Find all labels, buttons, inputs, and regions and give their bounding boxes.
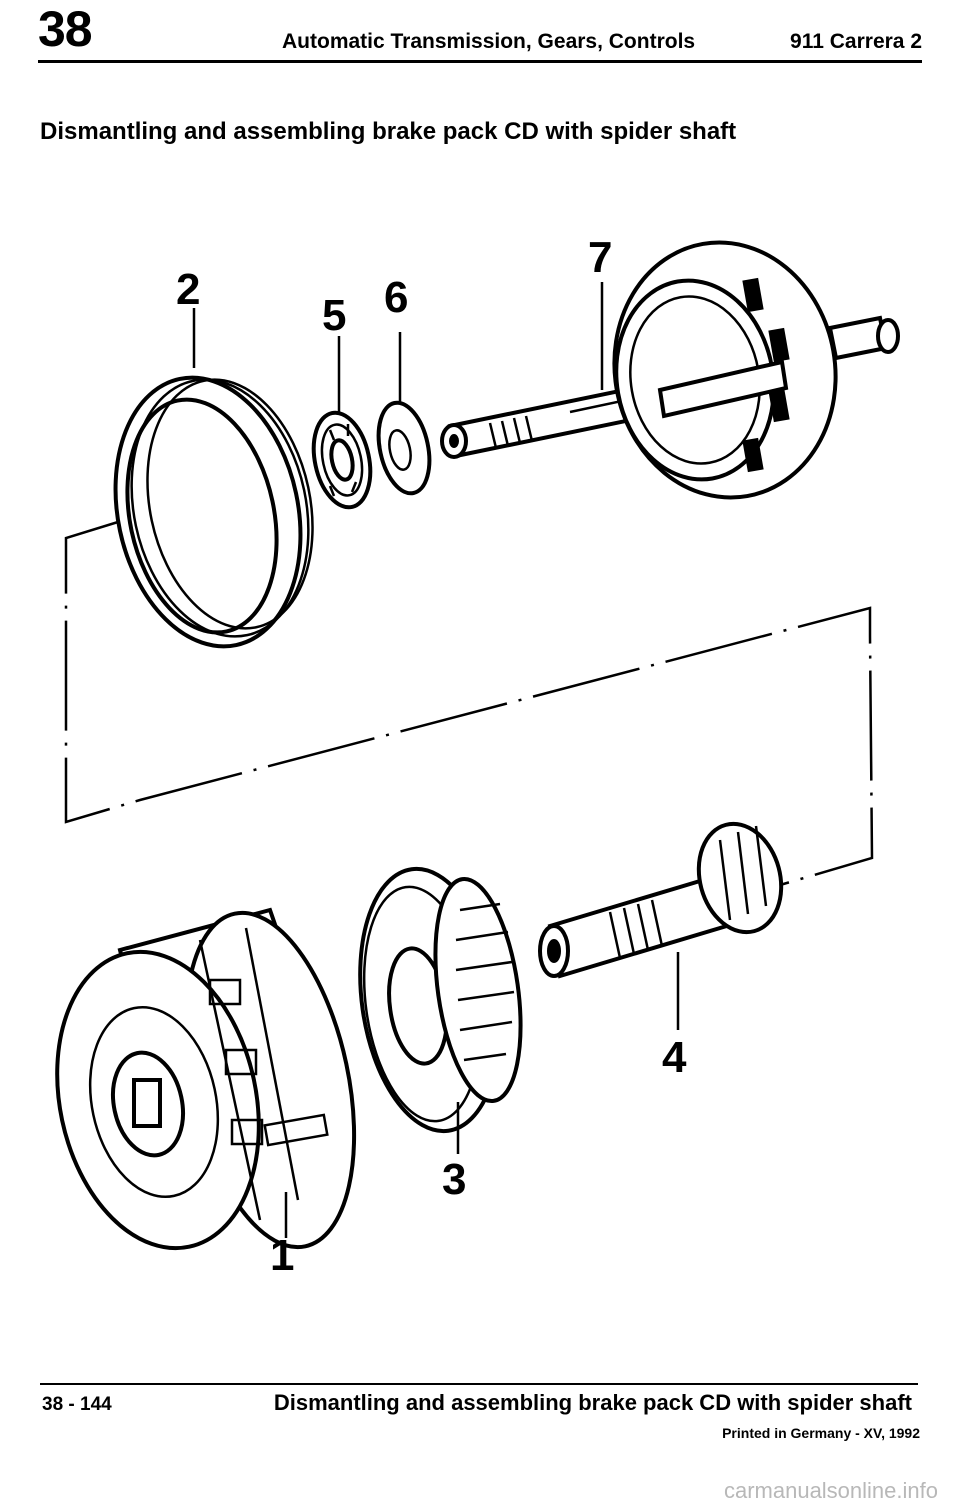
part-4-shaft [538,821,784,979]
callout-3: 3 [442,1155,466,1204]
callout-2: 2 [176,265,200,314]
printed-note: Printed in Germany - XV, 1992 [722,1425,920,1441]
part-6-thrust-washer [376,400,432,496]
callout-7: 7 [588,233,612,282]
leader-lines [192,282,680,1238]
section-title: Dismantling and assembling brake pack CD… [40,118,737,145]
callout-1: 1 [270,1231,294,1280]
callout-5: 5 [322,291,346,340]
page-header: 38 Automatic Transmission, Gears, Contro… [38,0,922,63]
footer-rule [40,1383,918,1385]
chapter-number: 38 [38,1,93,57]
part-2-ring [113,375,314,649]
chapter-title: Automatic Transmission, Gears, Controls [282,30,696,53]
exploded-view-diagram: 2 5 6 7 4 3 1 [55,233,900,1280]
part-1-brake-pack [55,907,357,1251]
callout-4: 4 [662,1033,687,1082]
footer-title: Dismantling and assembling brake pack CD… [273,1390,912,1415]
page-number: 38 - 144 [42,1394,112,1415]
watermark: carmanualsonline.info [723,1478,938,1503]
part-5-needle-bearing [311,410,373,510]
part-3-gear [358,866,523,1134]
part-7-spider-shaft [440,240,900,500]
callout-6: 6 [384,273,408,322]
assembly-guide-line [64,520,874,887]
vehicle-model: 911 Carrera 2 [790,30,922,53]
